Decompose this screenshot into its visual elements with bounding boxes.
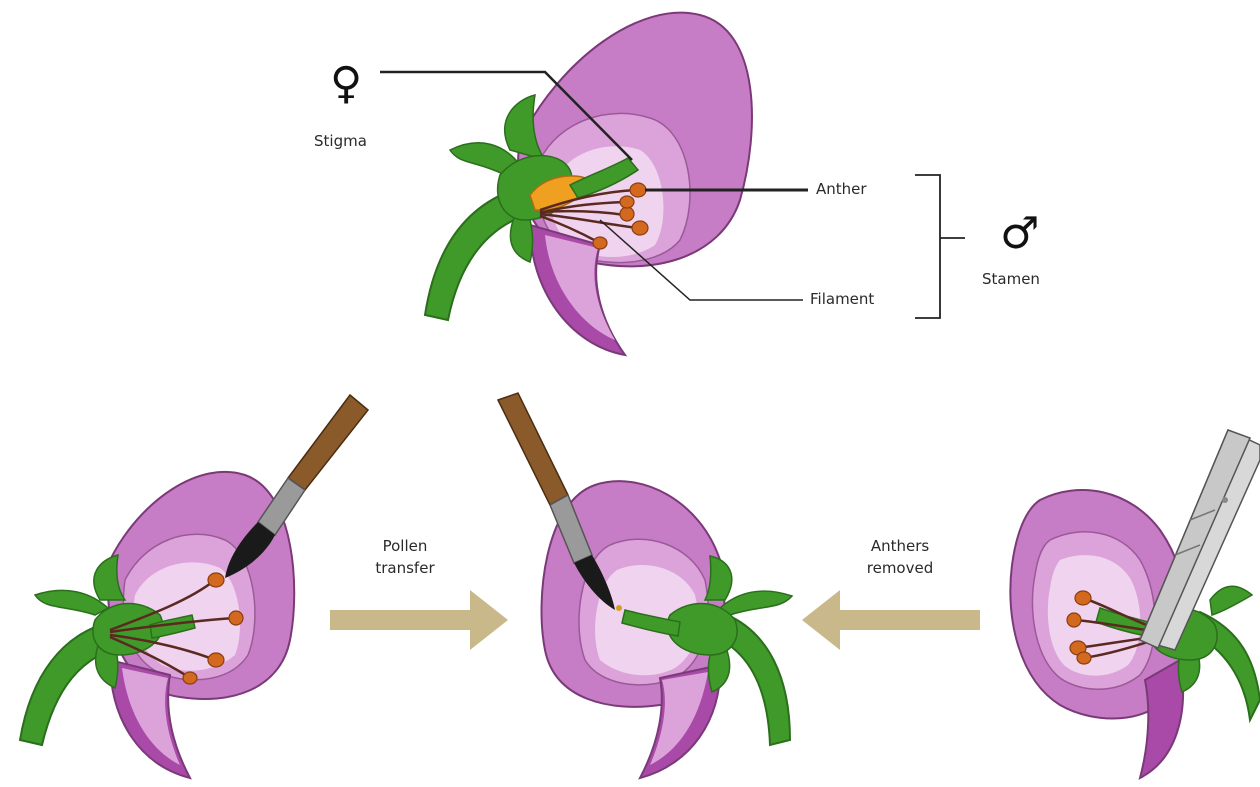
flower-bottom-middle: [498, 393, 792, 778]
stigma-label: Stigma: [314, 132, 367, 150]
flower-bottom-left: [20, 395, 368, 778]
filament-label: Filament: [810, 290, 874, 308]
pollen-transfer-label: Pollen transfer: [360, 535, 450, 579]
stamen-label: Stamen: [982, 270, 1040, 288]
anthers-removed-line2: removed: [855, 557, 945, 579]
pollen-transfer-line2: transfer: [360, 557, 450, 579]
male-symbol: ♂: [1000, 212, 1039, 256]
pollen-transfer-arrow: [330, 590, 508, 650]
anthers-removed-arrow: [802, 590, 980, 650]
anthers-removed-label: Anthers removed: [855, 535, 945, 579]
top-flower: [425, 13, 752, 355]
anthers-removed-line1: Anthers: [855, 535, 945, 557]
anther-label: Anther: [816, 180, 867, 198]
female-symbol: ♀: [330, 62, 362, 106]
flower-bottom-right: [1010, 430, 1260, 778]
pollen-transfer-line1: Pollen: [360, 535, 450, 557]
